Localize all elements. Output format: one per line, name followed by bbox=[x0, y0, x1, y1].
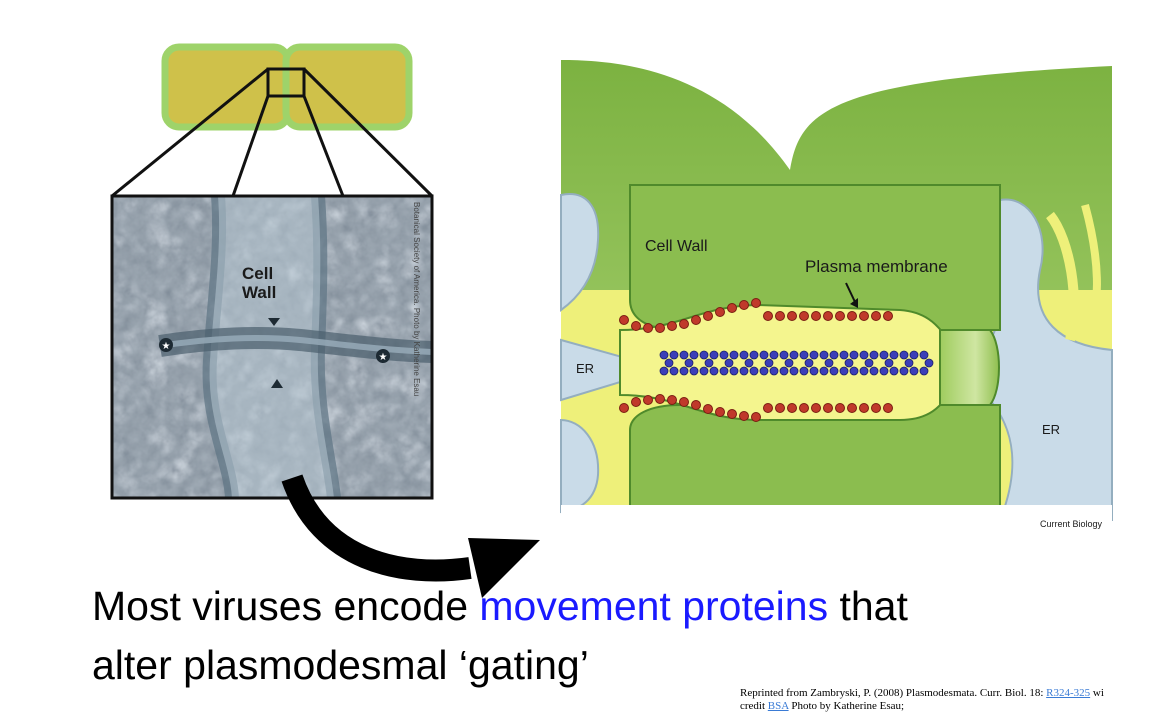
headline-line1-after: that bbox=[828, 583, 908, 629]
micrograph-cell-label-line1: Cell bbox=[242, 264, 274, 283]
svg-text:★: ★ bbox=[162, 341, 171, 352]
curved-arrow bbox=[281, 474, 540, 598]
diagram-cell-wall-label: Cell Wall bbox=[645, 238, 708, 255]
headline-movement-proteins: movement proteins bbox=[479, 583, 829, 629]
svg-text:★: ★ bbox=[379, 352, 388, 363]
headline-line2: alter plasmodesmal ‘gating’ bbox=[92, 642, 589, 688]
citation-line2-before: credit bbox=[740, 700, 768, 712]
headline-line1-before: Most viruses encode bbox=[92, 583, 480, 629]
diagram-er-left-label: ER bbox=[576, 361, 595, 376]
micrograph-photo-credit: Botanical Society of America. Photo by K… bbox=[412, 202, 421, 397]
cell-pair-icon bbox=[161, 43, 413, 131]
zoom-selection-box bbox=[266, 67, 306, 98]
plasmodesma-diagram bbox=[560, 60, 1113, 535]
citation-line2-after: Photo by Katherine Esau; bbox=[788, 700, 905, 712]
electron-micrograph: ★ ★ bbox=[110, 194, 434, 500]
citation-link-pages[interactable]: R324-325 bbox=[1046, 687, 1091, 699]
citation-line1-after: wi bbox=[1090, 687, 1104, 699]
diagram-er-right-label: ER bbox=[1042, 422, 1061, 437]
micrograph-wall-label-line2: Wall bbox=[242, 283, 277, 302]
citation-link-bsa[interactable]: BSA bbox=[767, 700, 789, 712]
diagram-source-label: Current Biology bbox=[1040, 519, 1103, 529]
citation-line2: credit BSA Photo by Katherine Esau; bbox=[740, 700, 904, 713]
zoom-lines bbox=[111, 67, 434, 198]
citation-line1: Reprinted from Zambryski, P. (2008) Plas… bbox=[740, 687, 1104, 700]
citation-line1-before: Reprinted from Zambryski, P. (2008) Plas… bbox=[740, 687, 1047, 699]
micrograph-cell-wall-label: Cell Wall bbox=[242, 264, 276, 302]
headline-line1: Most viruses encode movement proteins th… bbox=[92, 581, 908, 631]
diagram-plasma-membrane-label: Plasma membrane bbox=[805, 257, 948, 276]
